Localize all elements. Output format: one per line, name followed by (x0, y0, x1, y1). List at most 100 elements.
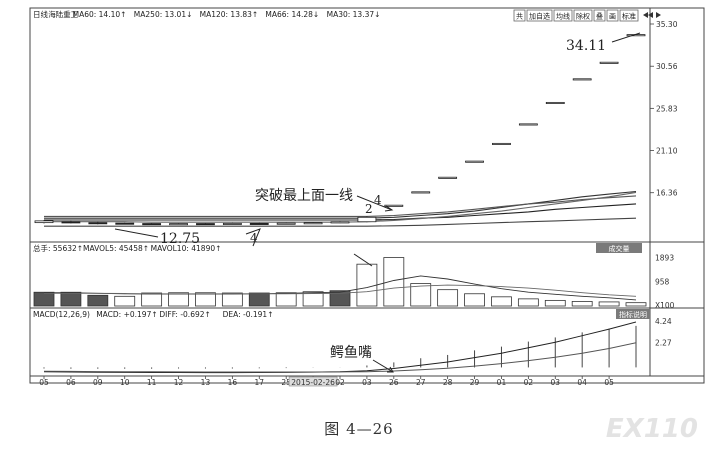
volume-header: 总手: 55632↑MAVOL5: 45458↑MAVOL10: 41890↑ (33, 243, 221, 253)
annotation-croc-arrowhead (387, 366, 394, 373)
volume-bar (195, 292, 216, 307)
candle-body (465, 160, 484, 163)
candle-body (276, 222, 296, 225)
macd-line-dea (43, 342, 637, 373)
volume-bar (544, 299, 566, 307)
header-item: MA30: 13.37↓ (327, 10, 381, 19)
volume-y-tick-label: 958 (655, 278, 670, 287)
x-tick-label: 28 (443, 378, 453, 387)
volume-bar (598, 301, 620, 307)
toolbar-button (593, 9, 606, 22)
x-tick-label: 03 (362, 378, 372, 387)
header-item: MA66: 14.28↓ (265, 10, 319, 19)
volume-tag[interactable] (596, 243, 642, 253)
toolbar-button-label: 除权 (576, 12, 590, 21)
macd-tag[interactable] (616, 309, 650, 319)
volume-bar (491, 296, 512, 307)
candle-body (438, 176, 458, 179)
x-tick-label: 17 (254, 378, 264, 387)
candle-body (572, 78, 592, 81)
toolbar-button-label: 共 (516, 12, 523, 21)
macd-header-item: DIFF: -0.692↑ (159, 310, 210, 319)
volume-header-item: MAVOL5: 45458↑ (83, 244, 149, 253)
price-candles (34, 34, 646, 226)
candle-body (518, 123, 538, 126)
candle-body (357, 216, 377, 223)
x-tick-label: 25 (281, 378, 291, 387)
toolbar-button-label: 加自选 (529, 12, 550, 21)
price-header: 日线海陆重工MA60: 14.10↑MA250: 13.01↓MA120: 13… (33, 9, 380, 19)
candle-body (169, 223, 188, 226)
annotation-mark4a: 4 (374, 193, 382, 207)
x-tick-label: 26 (389, 378, 399, 387)
volume-bar (437, 289, 459, 307)
candle-body (492, 142, 511, 145)
x-tick-label: 05 (604, 378, 614, 387)
volume-bar (517, 298, 539, 307)
annotation-breakout-arrow (356, 195, 393, 211)
annotation-low: 12.75 (160, 231, 200, 247)
header-item: MA120: 13.83↑ (200, 10, 259, 19)
annotation-croc-arrow (372, 359, 394, 373)
candle-body (61, 221, 81, 224)
x-tick-label: 04 (577, 378, 587, 387)
x-tick-label: 13 (201, 378, 211, 387)
volume-y-tick-label: X100 (655, 301, 675, 310)
annotation-croc: 鳄鱼嘴 (330, 344, 372, 361)
x-tick-label: 16 (228, 378, 238, 387)
volume-tag-label: 成交量 (609, 244, 630, 253)
macd-y-tick-label: 2.27 (655, 339, 672, 348)
annotation-mark4b-arrows (245, 228, 261, 247)
play-icon (656, 12, 661, 18)
header-item: MA250: 13.01↓ (134, 10, 193, 19)
candle-body (330, 221, 350, 224)
figure-caption: 图 4—26 (324, 420, 394, 438)
volume-ma-line-mavol10 (44, 284, 637, 297)
candle-body (222, 222, 242, 225)
toolbar-button-label: 画 (609, 13, 616, 21)
x-tick-label: 02 (335, 378, 345, 387)
toolbar-button-label: 均线 (556, 12, 570, 21)
candle-body (196, 223, 215, 226)
candle-body (249, 222, 269, 225)
volume-bar (141, 292, 163, 307)
volume-bar (114, 295, 136, 307)
macd-tag-label: 指标说明 (619, 310, 647, 319)
volume-bar (464, 293, 485, 307)
annotation-low-arrow (114, 228, 159, 238)
volume-bar (571, 301, 593, 307)
candle-body (88, 222, 108, 225)
toolbar-button (606, 9, 619, 22)
volume-bar (356, 263, 378, 307)
x-tick-label: 03 (550, 378, 560, 387)
toolbar-button (573, 9, 593, 22)
x-tick-label: 10 (120, 378, 130, 387)
annotation-mark2: 2 (365, 202, 373, 216)
volume-bar (221, 292, 243, 307)
header-item: MA60: 14.10↑ (73, 10, 127, 19)
volume-bar (248, 292, 270, 307)
x-tick-label: 29 (470, 378, 480, 387)
candle-body (303, 222, 323, 225)
rewind-icon (643, 12, 653, 18)
candle-body (34, 220, 54, 224)
volume-y-tick-label: 1893 (655, 254, 674, 263)
volume-bar (87, 294, 109, 307)
volume-bar (410, 283, 432, 307)
candle-body (142, 223, 162, 226)
price-y-tick-label: 21.10 (656, 146, 678, 155)
macd-header-item: MACD: +0.197↑ (96, 310, 157, 319)
volume-bar (383, 257, 405, 307)
toolbar: 共加自选均线除权叠画标准 (513, 9, 661, 22)
macd-lines (43, 321, 637, 374)
price-ma-lines (44, 190, 637, 227)
price-y-tick-label: 35.30 (656, 20, 678, 29)
volume-bar (168, 292, 189, 307)
macd-header: MACD(12,26,9)MACD: +0.197↑DIFF: -0.692↑D… (33, 310, 273, 319)
x-tick-label: 11 (147, 378, 157, 387)
annotation-breakout: 突破最上面一线 (255, 188, 353, 204)
